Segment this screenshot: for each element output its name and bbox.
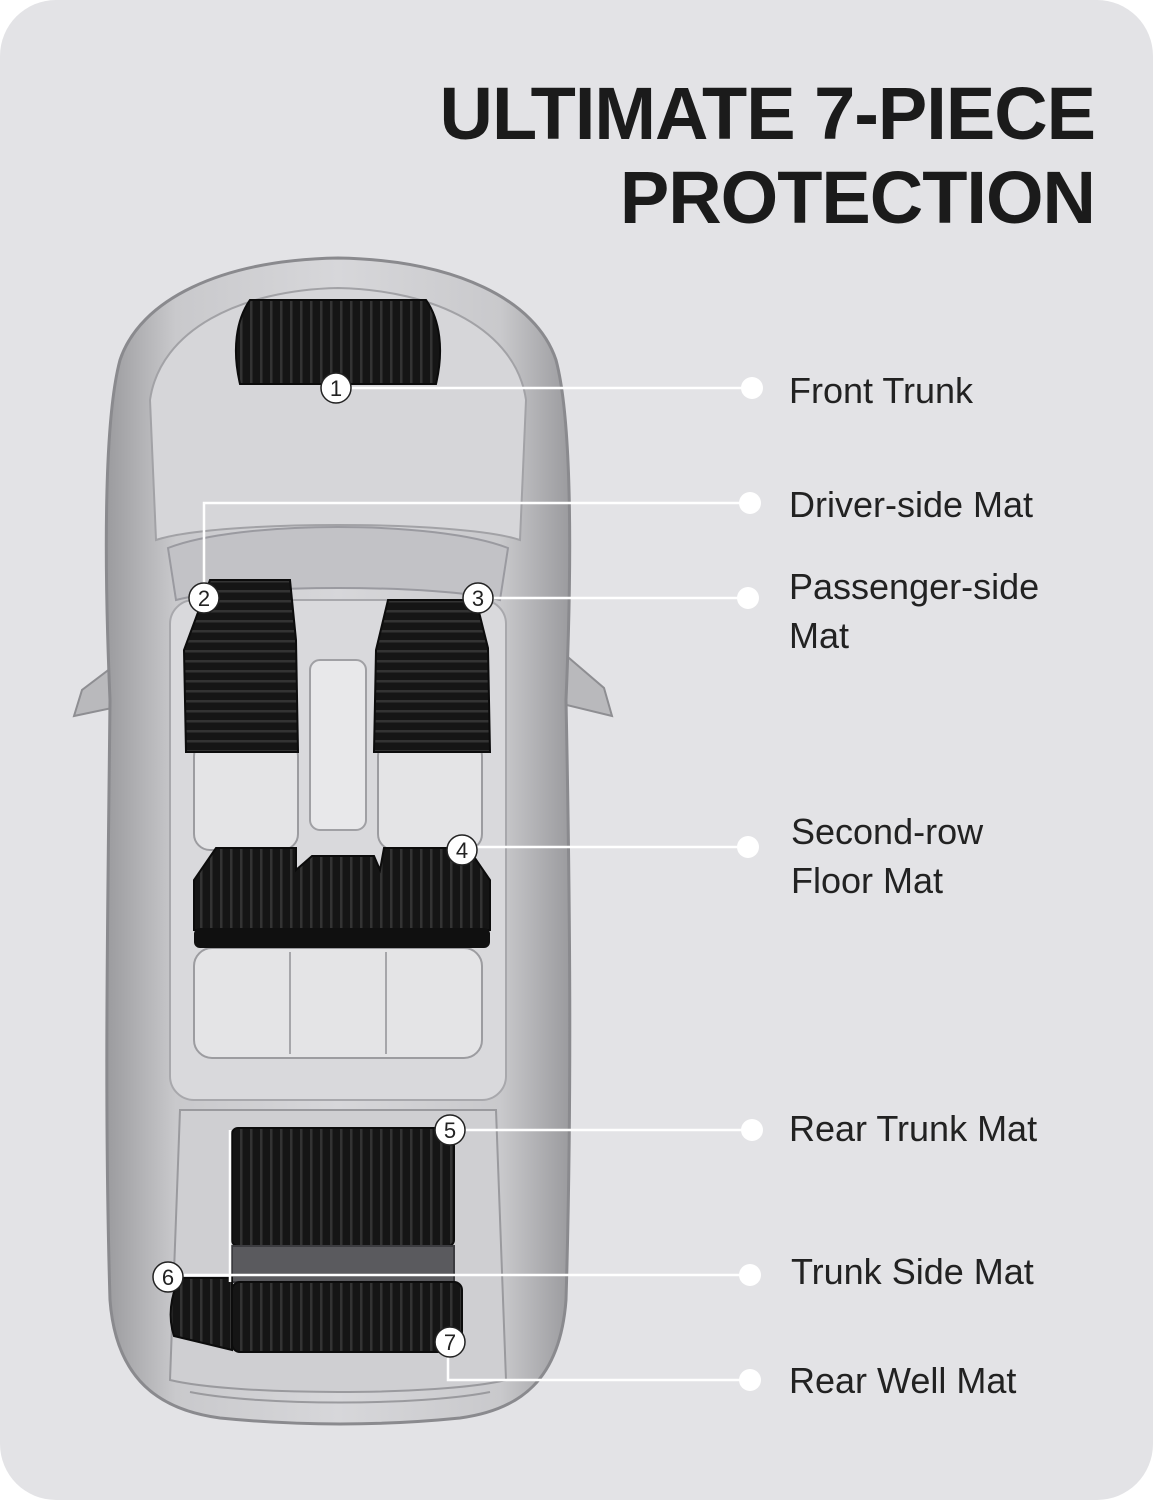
headline-line-1: ULTIMATE 7-PIECE xyxy=(439,72,1096,155)
center-console xyxy=(309,659,367,831)
callout-number-5: 5 xyxy=(444,1118,456,1143)
label-trunk-side-mat: Trunk Side Mat xyxy=(791,1251,1034,1292)
callout-number-7: 7 xyxy=(444,1330,456,1355)
callout-marker-1: 1 xyxy=(320,372,352,404)
callout-number-6: 6 xyxy=(162,1265,174,1290)
label-passenger-side-mat: Passenger-side Mat xyxy=(789,562,1039,660)
label-rear-well-mat: Rear Well Mat xyxy=(789,1360,1017,1401)
label-passenger-side-line-2: Mat xyxy=(789,615,850,656)
label-second-row-floor-mat: Second-row Floor Mat xyxy=(791,807,983,905)
headline-line-2: PROTECTION xyxy=(619,156,1096,239)
callout-number-1: 1 xyxy=(330,376,342,401)
mat-passenger-side xyxy=(372,599,492,753)
callout-number-2: 2 xyxy=(198,586,210,611)
callout-marker-5: 5 xyxy=(434,1114,466,1146)
mat-driver-side xyxy=(182,579,300,753)
callout-marker-4: 4 xyxy=(446,834,478,866)
label-front-trunk: Front Trunk xyxy=(789,370,974,411)
front-left-seat xyxy=(193,739,299,851)
mat-rear-trunk xyxy=(231,1127,455,1247)
label-second-row-line-1: Second-row xyxy=(791,811,984,852)
callout-marker-6: 6 xyxy=(152,1261,184,1293)
mat-rear-well xyxy=(231,1281,463,1353)
label-rear-trunk-mat: Rear Trunk Mat xyxy=(789,1108,1038,1149)
mat-front-trunk xyxy=(234,299,442,385)
mat-rear-trunk-seatback xyxy=(231,1245,455,1283)
callout-marker-2: 2 xyxy=(188,582,220,614)
callout-marker-7: 7 xyxy=(434,1326,466,1358)
front-right-seat xyxy=(377,739,483,851)
rear-seat-bench xyxy=(193,947,483,1059)
callout-end-dots xyxy=(737,377,763,1391)
label-second-row-line-2: Floor Mat xyxy=(791,860,944,901)
callout-number-4: 4 xyxy=(456,838,468,863)
callout-marker-3: 3 xyxy=(462,582,494,614)
callout-number-3: 3 xyxy=(472,586,484,611)
label-driver-side-mat: Driver-side Mat xyxy=(789,484,1034,525)
headline: ULTIMATE 7-PIECE PROTECTION xyxy=(440,72,1096,240)
mat-second-row xyxy=(193,847,491,931)
label-passenger-side-line-1: Passenger-side xyxy=(789,566,1040,607)
